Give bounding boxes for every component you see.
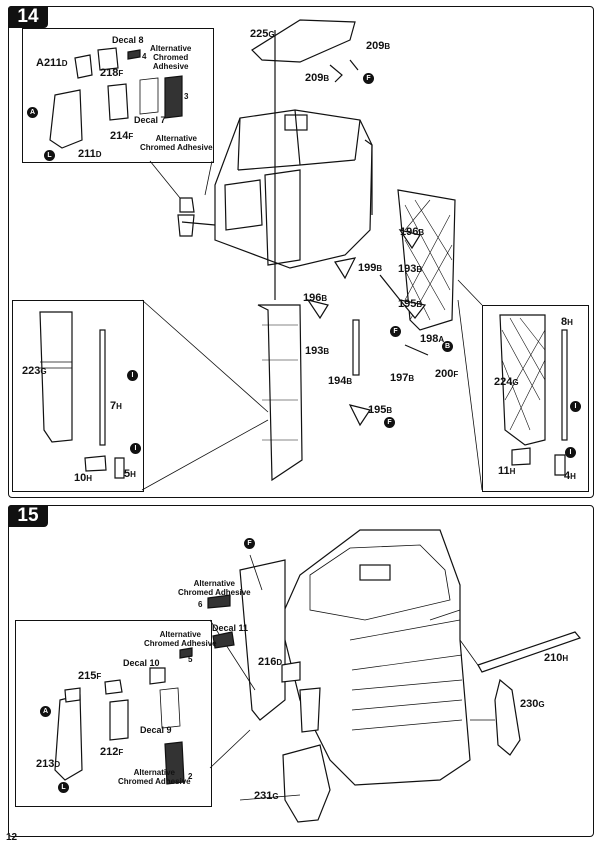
- part-193: 193B: [305, 345, 330, 357]
- decal-4-number: 4: [142, 52, 147, 61]
- part-8: 8H: [561, 316, 573, 328]
- decal-2-number: 2: [188, 772, 193, 781]
- marker-b: B: [442, 341, 453, 352]
- marker-l: L: [44, 150, 55, 161]
- part-216: 216D: [258, 656, 283, 668]
- decal-7-label: Decal 7: [134, 115, 166, 125]
- part-215: 215F: [78, 670, 102, 682]
- marker-i: I: [570, 401, 581, 412]
- mirror-detail-box-15: [15, 620, 212, 807]
- part-4: 4H: [564, 470, 576, 482]
- part-230: 230G: [520, 698, 545, 710]
- step-number: 15: [8, 505, 48, 527]
- step-number: 14: [8, 6, 48, 28]
- part-196: 196B: [303, 292, 328, 304]
- part-210: 210H: [544, 652, 569, 664]
- marker-i: I: [565, 447, 576, 458]
- part-193: 193B: [398, 263, 423, 275]
- marker-l: L: [58, 782, 69, 793]
- part-214: 214F: [110, 130, 134, 142]
- part-200: 200F: [435, 368, 459, 380]
- part-7: 7H: [110, 400, 122, 412]
- part-223: 223G: [22, 365, 47, 377]
- decal-6-number: 6: [198, 600, 203, 609]
- part-197: 197B: [390, 372, 415, 384]
- part-213: 213D: [36, 758, 61, 770]
- decal-8-label: Decal 8: [112, 35, 144, 45]
- marker-i: I: [130, 443, 141, 454]
- decal-11-label: Decal 11: [212, 623, 249, 633]
- part-224: 224G: [494, 376, 519, 388]
- part-211: 211D: [78, 148, 102, 160]
- part-11: 11H: [498, 465, 516, 477]
- marker-f: F: [390, 326, 401, 337]
- marker-f: F: [363, 73, 374, 84]
- decal-9-label: Decal 9: [140, 725, 172, 735]
- decal-5-number: 5: [188, 655, 193, 664]
- page-number: 12: [6, 832, 18, 843]
- part-195: 195B: [398, 298, 423, 310]
- part-5: 5H: [124, 468, 136, 480]
- part-225: 225G: [250, 28, 275, 40]
- marker-f: F: [244, 538, 255, 549]
- marker-a: A: [40, 706, 51, 717]
- part-211-a: A211D: [36, 57, 68, 69]
- marker-a: A: [27, 107, 38, 118]
- part-209: 209B: [366, 40, 391, 52]
- part-196: 196B: [400, 226, 425, 238]
- part-209: 209B: [305, 72, 330, 84]
- step-15-panel: 15: [8, 505, 594, 837]
- marker-i: I: [127, 370, 138, 381]
- part-10: 10H: [74, 472, 93, 484]
- part-212: 212F: [100, 746, 124, 758]
- marker-f: F: [384, 417, 395, 428]
- part-218: 218F: [100, 67, 124, 79]
- part-199: 199B: [358, 262, 383, 274]
- part-198: 198A: [420, 333, 445, 345]
- part-195: 195B: [368, 404, 393, 416]
- part-231: 231G: [254, 790, 279, 802]
- decal-10-label: Decal 10: [123, 658, 160, 668]
- part-194: 194B: [328, 375, 353, 387]
- decal-3-number: 3: [184, 92, 189, 101]
